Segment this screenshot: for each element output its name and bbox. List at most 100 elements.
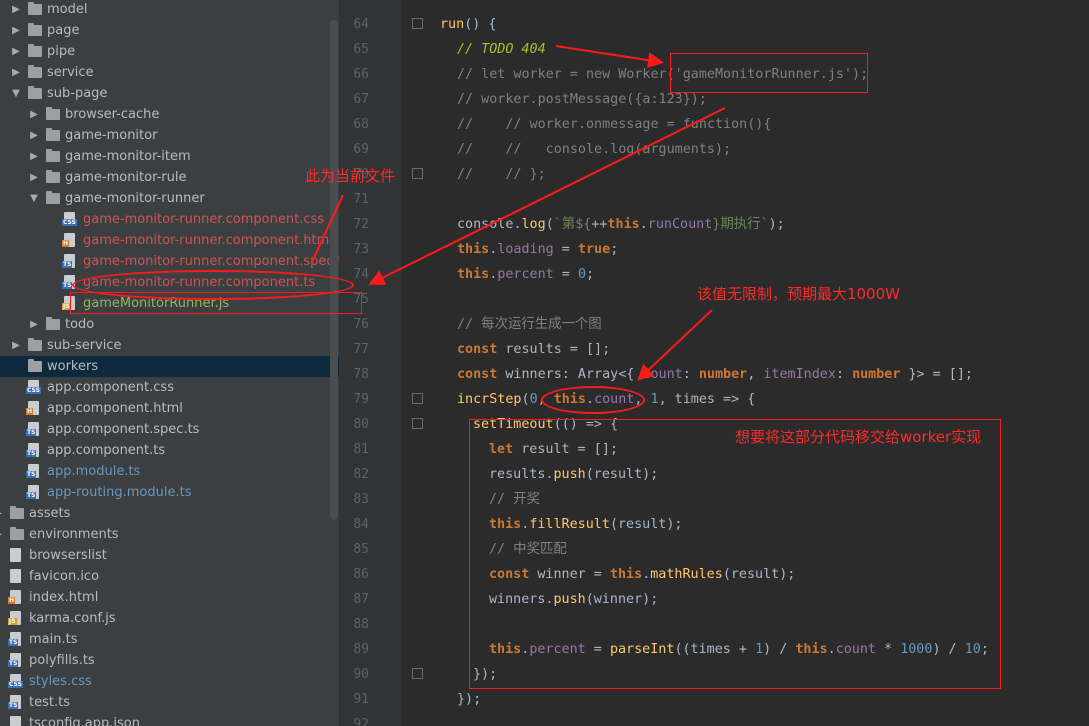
tree-item-favicon-ico[interactable]: favicon.ico — [0, 566, 339, 587]
code-line-76[interactable]: // 每次运行生成一个图 — [457, 317, 602, 332]
chevron-right-icon[interactable]: ▶ — [0, 524, 4, 545]
fold-marker-icon[interactable] — [412, 418, 423, 429]
chevron-right-icon[interactable]: ▶ — [12, 67, 20, 78]
fold-marker-icon[interactable] — [412, 168, 423, 179]
code-line-81[interactable]: let result = []; — [489, 442, 618, 457]
tree-item-game-monitor-runner[interactable]: ▼game-monitor-runner — [0, 188, 339, 209]
tree-item-label: app.component.spec.ts — [47, 422, 200, 437]
line-number: 66 — [353, 67, 369, 82]
chevron-right-icon[interactable]: ▶ — [30, 319, 38, 330]
file-icon: TS — [26, 443, 39, 457]
line-number: 65 — [353, 42, 369, 57]
tree-item-workers[interactable]: workers — [0, 356, 339, 377]
file-icon: CSS — [26, 380, 41, 394]
code-line-65[interactable]: // TODO 404 — [457, 42, 546, 57]
line-number: 82 — [353, 467, 369, 482]
chevron-right-icon[interactable]: ▶ — [12, 340, 20, 351]
chevron-right-icon[interactable]: ▶ — [30, 151, 38, 162]
tree-item-label: environments — [29, 527, 119, 542]
tree-item-sub-service[interactable]: ▶sub-service — [0, 335, 339, 356]
code-line-74[interactable]: this.percent = 0; — [457, 267, 595, 282]
chevron-right-icon[interactable]: ▶ — [30, 109, 38, 120]
code-line-66[interactable]: // let worker = new Worker('gameMonitorR… — [457, 67, 869, 82]
code-line-83[interactable]: // 开奖 — [489, 492, 540, 507]
code-line-72[interactable]: console.log(`第${++this.runCount}期执行`); — [457, 217, 785, 232]
code-line-90[interactable]: }); — [473, 667, 498, 682]
code-line-73[interactable]: this.loading = true; — [457, 242, 619, 257]
tree-item-browser-cache[interactable]: ▶browser-cache — [0, 104, 339, 125]
code-line-87[interactable]: winners.push(winner); — [489, 592, 659, 607]
tree-item-browserslist[interactable]: browserslist — [0, 545, 339, 566]
folder-icon — [46, 317, 60, 330]
tree-item-model[interactable]: ▶model — [0, 0, 339, 20]
tree-item-service[interactable]: ▶service — [0, 62, 339, 83]
fold-marker-icon[interactable] — [412, 393, 423, 404]
tree-item-environments[interactable]: ▶ environments — [0, 524, 339, 545]
chevron-down-icon[interactable]: ▼ — [12, 88, 20, 99]
line-number: 74 — [353, 267, 369, 282]
code-line-69[interactable]: // // console.log(arguments); — [457, 142, 732, 157]
code-line-86[interactable]: const winner = this.mathRules(result); — [489, 567, 796, 582]
move-to-worker-note: 想要将这部分代码移交给worker实现 — [735, 428, 982, 446]
folder-icon — [28, 359, 42, 372]
tree-item-todo[interactable]: ▶todo — [0, 314, 339, 335]
tree-item-app-component-spec-ts[interactable]: TS app.component.spec.ts — [0, 419, 339, 440]
chevron-right-icon[interactable]: ▶ — [30, 130, 38, 141]
tree-item-game-monitor-rule[interactable]: ▶game-monitor-rule — [0, 167, 339, 188]
code-line-82[interactable]: results.push(result); — [489, 467, 659, 482]
ts-file-highlight-ellipse — [72, 270, 354, 300]
fold-marker-icon[interactable] — [412, 18, 423, 29]
code-line-80[interactable]: setTimeout(() => { — [473, 417, 619, 432]
code-line-89[interactable]: this.percent = parseInt((times + 1) / th… — [489, 642, 989, 657]
file-icon: TS — [8, 695, 21, 709]
code-line-78[interactable]: const winners: Array<{ count: number, it… — [457, 367, 973, 382]
line-number: 76 — [353, 317, 369, 332]
code-line-68[interactable]: // // worker.onmessage = function(){ — [457, 117, 772, 132]
code-line-85[interactable]: // 中奖匹配 — [489, 542, 567, 557]
fold-marker-icon[interactable] — [412, 668, 423, 679]
tree-item-label: page — [47, 23, 80, 38]
chevron-down-icon[interactable]: ▼ — [30, 193, 38, 204]
tree-item-sub-page[interactable]: ▼ sub-page — [0, 83, 339, 104]
tree-scrollbar[interactable] — [330, 20, 338, 520]
tree-item-label: favicon.ico — [29, 569, 100, 584]
chevron-right-icon[interactable]: ▶ — [0, 503, 4, 524]
tree-item-game-monitor[interactable]: ▶ game-monitor — [0, 125, 339, 146]
chevron-right-icon[interactable]: ▶ — [12, 25, 20, 36]
code-line-67[interactable]: // worker.postMessage({a:123}); — [457, 92, 707, 107]
chevron-right-icon[interactable]: ▶ — [12, 4, 20, 15]
tree-item-label: game-monitor — [65, 128, 158, 143]
tree-item-assets[interactable]: ▶assets — [0, 503, 339, 524]
code-line-91[interactable]: }); — [457, 692, 482, 707]
line-number: 89 — [353, 642, 369, 657]
tree-item-game-monitor-item[interactable]: ▶game-monitor-item — [0, 146, 339, 167]
file-icon: TS — [26, 422, 39, 436]
code-line-70[interactable]: // // }; — [457, 167, 546, 182]
code-line-84[interactable]: this.fillResult(result); — [489, 517, 683, 532]
tree-item-page[interactable]: ▶ page — [0, 20, 339, 41]
tree-item-label: sub-page — [47, 86, 108, 101]
tree-item-pipe[interactable]: ▶pipe — [0, 41, 339, 62]
chevron-right-icon[interactable]: ▶ — [12, 46, 20, 57]
code-line-77[interactable]: const results = []; — [457, 342, 611, 357]
line-number: 87 — [353, 592, 369, 607]
tree-item-tsconfig-app-json[interactable]: tsconfig.app.json — [0, 713, 339, 726]
file-icon: TS — [62, 275, 75, 289]
file-icon — [10, 548, 21, 562]
chevron-right-icon[interactable]: ▶ — [30, 172, 38, 183]
code-line-64[interactable]: run() { — [440, 17, 497, 32]
